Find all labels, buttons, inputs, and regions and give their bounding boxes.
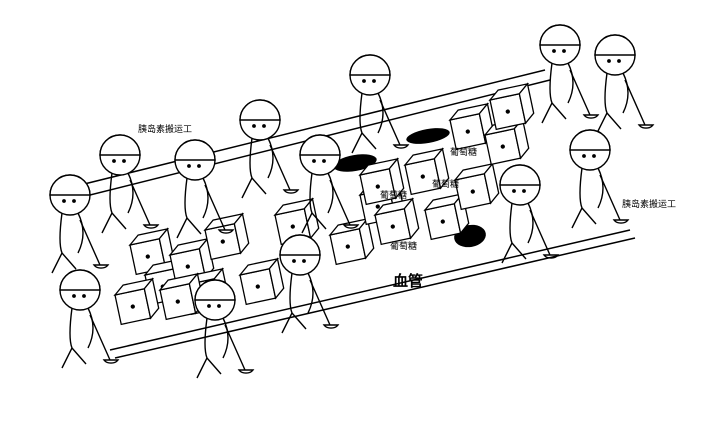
insulin-worker xyxy=(99,134,160,234)
glucose-cube xyxy=(488,82,535,131)
glucose-cube xyxy=(328,217,375,266)
vessel-wall-bottom-outer xyxy=(109,229,631,351)
insulin-worker xyxy=(279,234,340,334)
insulin-worker xyxy=(239,99,300,199)
vessel-label: 血管 xyxy=(393,272,424,290)
insulin-worker xyxy=(299,134,360,234)
insulin-worker xyxy=(49,174,110,274)
cell-pore xyxy=(406,128,450,144)
insulin-worker-label: 胰岛素搬运工 xyxy=(138,125,193,135)
glucose-cube xyxy=(203,212,250,261)
glucose-cube xyxy=(238,257,285,306)
glucose-cube xyxy=(403,147,450,196)
glucose-cube xyxy=(113,277,160,326)
insulin-worker-label: 胰岛素搬运工 xyxy=(622,200,677,210)
glucose-label: 葡萄糖 xyxy=(432,180,460,190)
glucose-label: 葡萄糖 xyxy=(390,242,418,252)
insulin-worker xyxy=(59,269,120,369)
glucose-cube xyxy=(358,157,405,206)
insulin-worker xyxy=(569,129,630,229)
insulin-worker xyxy=(174,139,235,239)
insulin-worker xyxy=(594,34,655,134)
insulin-worker xyxy=(539,24,600,124)
glucose-cube xyxy=(373,197,420,246)
vessel-wall-top-outer xyxy=(59,69,546,191)
glucose-cube xyxy=(423,192,470,241)
insulin-worker xyxy=(499,164,560,264)
glucose-label: 葡萄糖 xyxy=(450,148,478,158)
glucose-cube xyxy=(453,162,500,211)
insulin-worker xyxy=(349,54,410,154)
insulin-worker xyxy=(194,279,255,379)
glucose-label: 葡萄糖 xyxy=(380,191,408,201)
